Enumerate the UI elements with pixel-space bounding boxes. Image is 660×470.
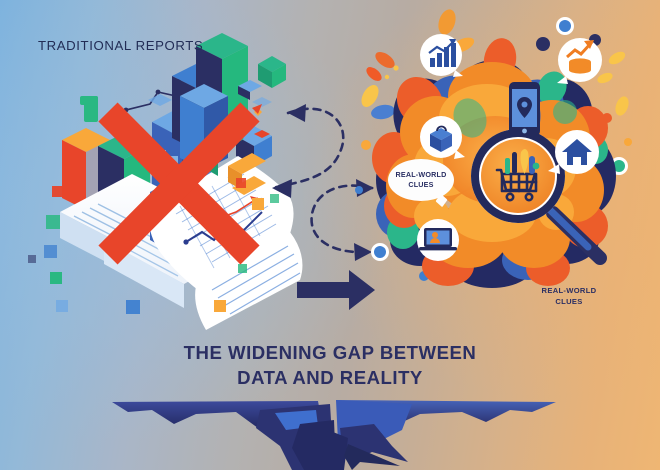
traditional-reports-label: TRADITIONAL REPORTS: [38, 38, 204, 53]
dashed-curve-arrow-left: [270, 104, 345, 198]
real-world-clues-label: REAL-WORLD CLUES: [527, 285, 611, 308]
red-cross-mark: [98, 102, 260, 265]
headline-line-1: THE WIDENING GAP BETWEEN: [183, 342, 477, 363]
shopping-cart-magnifier-icon: [471, 129, 607, 265]
real-world-clues-bubble: REAL-WORLD CLUES: [388, 159, 454, 201]
shopping-bag-icon: [420, 116, 465, 159]
solid-right-arrow: [297, 270, 375, 310]
headline-line-2: DATA AND REALITY: [237, 366, 423, 388]
coins-growth-icon: [557, 38, 602, 84]
floating-cubes: [148, 56, 286, 166]
clues-line-2: CLUES: [555, 297, 583, 307]
floating-shapes-left: [28, 96, 157, 314]
bar-chart-growth-icon: [420, 34, 463, 77]
laptop-user-icon: [417, 219, 459, 261]
home-icon: [548, 130, 599, 174]
page-title: THE WIDENING GAP BETWEEN DATA AND REALIT…: [0, 341, 660, 390]
clues-line-1: REAL-WORLD: [541, 286, 597, 295]
smartphone-location-icon: [509, 82, 540, 136]
